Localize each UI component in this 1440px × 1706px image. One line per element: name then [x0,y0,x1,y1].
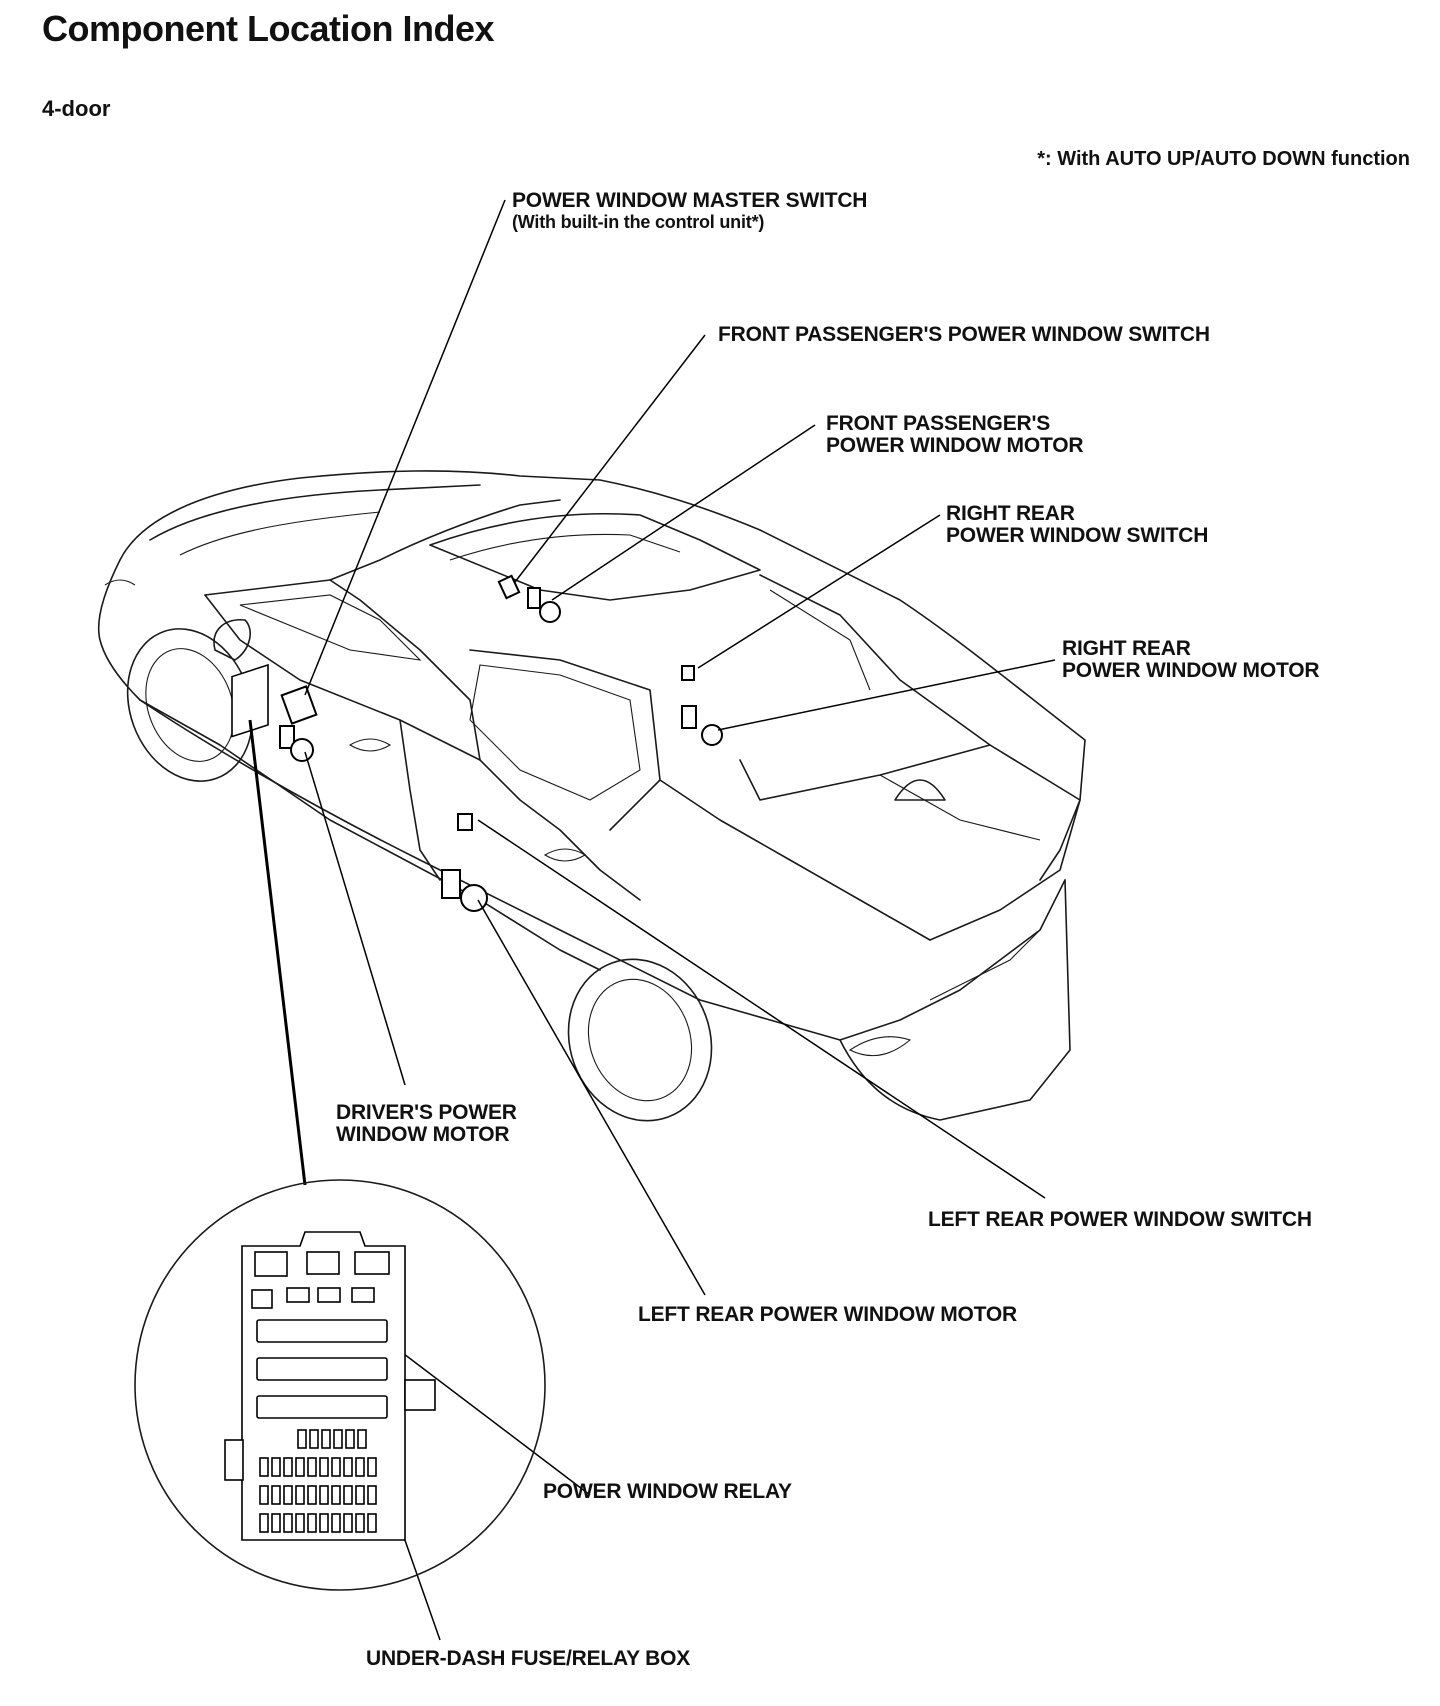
label-left-rear-switch-line1: LEFT REAR POWER WINDOW SWITCH [928,1208,1312,1231]
car-body [97,470,1086,1122]
fuse-slot [345,1429,355,1449]
fuse-slot [331,1513,341,1533]
page-title: Component Location Index [42,8,495,49]
label-front-pass-motor-line2: POWER WINDOW MOTOR [826,434,1084,457]
label-right-rear-motor-line1: RIGHT REAR [1062,637,1191,660]
fuse-slot [259,1485,269,1505]
driver-motor-part [279,725,295,749]
left-rear-switch-part [457,813,473,831]
fuse-slot [271,1485,281,1505]
fuse-slot [367,1457,377,1477]
label-relay: POWER WINDOW RELAY [543,1481,792,1503]
fuse-slot [319,1457,329,1477]
left-rear-motor-part [441,869,461,899]
driver-motor-gear [290,738,314,762]
fuse-box-inset [134,1179,546,1591]
label-driver-motor-line1: DRIVER'S POWER [336,1101,517,1124]
fuse-slot [271,1513,281,1533]
fuse-slot [343,1513,353,1533]
fuse-slot [355,1457,365,1477]
page-subtitle: 4-door [42,96,111,121]
label-front-pass-motor: FRONT PASSENGER'S POWER WINDOW MOTOR [826,412,1084,457]
fuse-slot [343,1485,353,1505]
label-right-rear-motor-line2: POWER WINDOW MOTOR [1062,659,1320,682]
fuse-slot [307,1485,317,1505]
label-fuse-box-line1: UNDER-DASH FUSE/RELAY BOX [366,1647,691,1670]
label-master-switch-line2: (With built-in the control unit*) [512,212,765,232]
label-relay-line1: POWER WINDOW RELAY [543,1480,792,1503]
fuse-slot [259,1513,269,1533]
label-fuse-box: UNDER-DASH FUSE/RELAY BOX [366,1648,690,1670]
label-front-pass-switch: FRONT PASSENGER'S POWER WINDOW SWITCH [718,324,1210,346]
right-rear-motor-part [681,705,697,729]
fuse-slot [367,1485,377,1505]
front-pass-switch-part [497,574,521,600]
footnote: *: With AUTO UP/AUTO DOWN function [1037,148,1410,170]
label-master-switch-line1: POWER WINDOW MASTER SWITCH [512,189,868,212]
fuse-slot [283,1513,293,1533]
label-left-rear-motor-line1: LEFT REAR POWER WINDOW MOTOR [638,1303,1017,1326]
label-driver-motor: DRIVER'S POWER WINDOW MOTOR [336,1102,517,1146]
label-front-pass-motor-line1: FRONT PASSENGER'S [826,412,1051,435]
fuse-slot [319,1513,329,1533]
right-rear-switch-part [681,665,695,681]
fuse-slot [333,1429,343,1449]
fuse-slot [343,1457,353,1477]
fuse-slot [297,1429,307,1449]
fuse-slot [309,1429,319,1449]
fuse-slot [259,1457,269,1477]
right-rear-motor-gear [701,724,723,746]
fuse-slot [319,1485,329,1505]
fuse-slot [355,1513,365,1533]
fuse-rows [259,1429,377,1533]
label-right-rear-switch: RIGHT REAR POWER WINDOW SWITCH [946,503,1208,547]
label-driver-motor-line2: WINDOW MOTOR [336,1123,510,1146]
fuse-slot [357,1429,367,1449]
fuse-slot [295,1513,305,1533]
fuse-slot [295,1485,305,1505]
label-master-switch: POWER WINDOW MASTER SWITCH (With built-i… [512,189,868,233]
label-left-rear-switch: LEFT REAR POWER WINDOW SWITCH [928,1209,1312,1231]
fuse-slot [307,1513,317,1533]
label-front-pass-switch-line1: FRONT PASSENGER'S POWER WINDOW SWITCH [718,323,1210,346]
master-switch-part [280,685,318,725]
fuse-slot [283,1457,293,1477]
front-pass-motor-part [527,587,541,609]
label-right-rear-motor: RIGHT REAR POWER WINDOW MOTOR [1062,637,1320,682]
label-right-rear-switch-line2: POWER WINDOW SWITCH [946,524,1209,547]
fuse-slot [283,1485,293,1505]
fuse-slot [321,1429,331,1449]
fuse-slot [331,1457,341,1477]
label-right-rear-switch-line1: RIGHT REAR [946,502,1075,525]
fuse-slot [307,1457,317,1477]
left-rear-motor-gear [460,884,488,912]
fuse-slot [331,1485,341,1505]
fuse-slot [271,1457,281,1477]
fuse-slot [295,1457,305,1477]
label-left-rear-motor: LEFT REAR POWER WINDOW MOTOR [638,1304,1017,1326]
front-pass-motor-gear [539,601,561,623]
fuse-slot [367,1513,377,1533]
components [231,574,723,912]
fuse-slot [355,1485,365,1505]
